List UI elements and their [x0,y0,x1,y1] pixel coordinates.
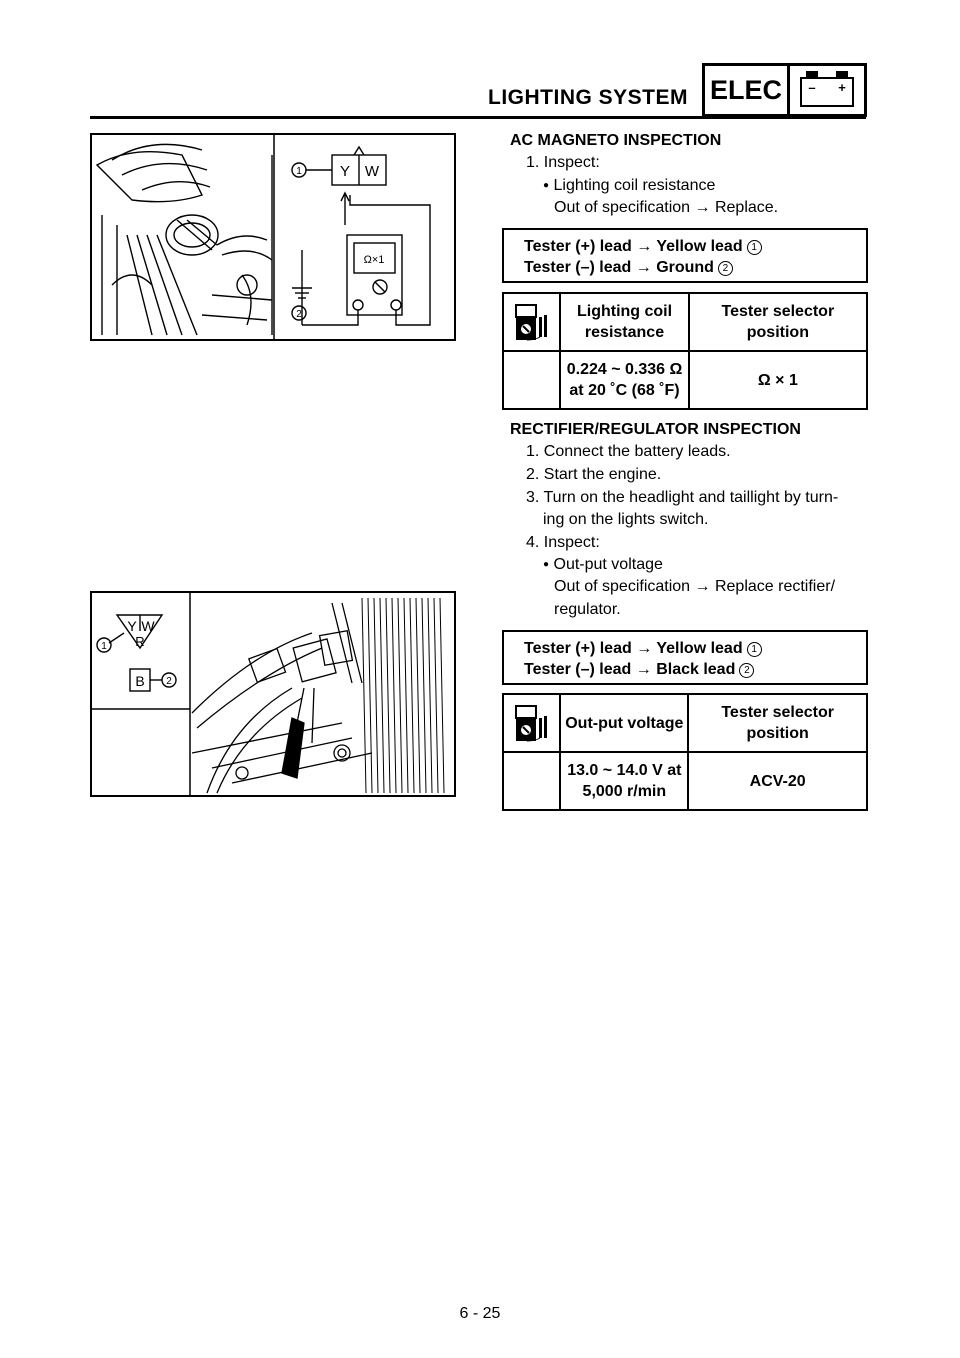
ac-bullet-text: Lighting coil resistance [553,177,716,194]
lead-y-label: Y [127,618,137,634]
rect-oos-b: regulator. [554,601,621,618]
multimeter-icon [514,304,547,341]
bullet-icon: ● [543,559,550,570]
radiator-fin [373,597,379,794]
rect-step-3b: ing on the lights switch. [543,511,709,528]
header-rule [90,116,866,119]
ref-2-icon: 2 [739,663,755,678]
callout-1-label: 1 [296,166,302,177]
range-label: Ω×1 [364,254,385,266]
ac-bullet: ● Lighting coil resistance [543,177,715,195]
rect-step-1: 1. Connect the battery leads. [526,443,731,460]
multimeter-icon [514,705,547,742]
radiator-fin [397,597,403,794]
ac-step-1: 1. Inspect: [526,154,600,171]
lead-w-label: W [141,618,155,634]
lighting-coil-figure: 1 2 Y W Ω×1 [90,133,456,341]
ac-selector-value: Ω × 1 [687,350,869,410]
page-title: LIGHTING SYSTEM [488,86,689,109]
bullet-icon: ● [543,180,550,191]
connector-diagram [96,614,177,692]
lighting-coil-schematic [291,145,431,326]
rect-col-item: Out-put voltage [559,693,690,753]
radiator-fin [415,597,421,794]
radiator-fin [433,597,439,794]
ref-2-icon: 2 [717,261,733,276]
lead-y-label: Y [340,163,350,180]
radiator-fin [439,597,445,794]
battery-minus-label: – [808,80,815,95]
ref-1-icon: 1 [746,642,762,657]
callout-2-label: 2 [296,309,302,320]
ac-oos: Out of specification → Replace. [554,199,779,216]
page-number: 6 - 25 [459,1305,501,1322]
radiator-fin [361,597,367,794]
engine-illustration [95,143,273,336]
callout-2-label: 2 [166,676,172,687]
rect-bullet: ● Out-put voltage [543,556,663,574]
rect-step-3a: 3. Turn on the headlight and taillight b… [526,489,839,506]
battery-icon: – + [787,63,867,117]
radiator-fins [361,597,445,794]
lead-r-label: R [135,634,144,649]
radiator-fin [409,597,415,794]
rectifier-figure: 1 2 Y W R B [90,591,456,797]
battery-plus-label: + [838,80,846,95]
rectifier-heading: RECTIFIER/REGULATOR INSPECTION [510,421,801,438]
rect-selector-value: ACV-20 [687,751,868,811]
section-badge: ELEC [702,63,790,117]
radiator-fin [427,597,433,794]
radiator-fin [367,597,373,794]
radiator-fin [421,597,427,794]
radiator-fin [385,597,391,794]
lead-b-label: B [135,673,144,689]
ref-1-icon: 1 [746,240,762,255]
radiator-fin [379,597,385,794]
rect-step-2: 2. Start the engine. [526,466,662,483]
rect-oos-a: Out of specification → Replace rectifier… [554,578,836,595]
rect-bullet-text: Out-put voltage [553,556,663,573]
callout-1-label: 1 [101,641,107,652]
ac-magneto-heading: AC MAGNETO INSPECTION [510,132,722,149]
wiring-illustration [191,602,373,794]
rect-step-4: 4. Inspect: [526,534,600,551]
lead-w-label: W [365,163,380,180]
multimeter-icon-cell [501,292,562,352]
radiator-fin [391,597,397,794]
radiator-fin [403,597,409,794]
multimeter-icon-cell [501,693,562,753]
